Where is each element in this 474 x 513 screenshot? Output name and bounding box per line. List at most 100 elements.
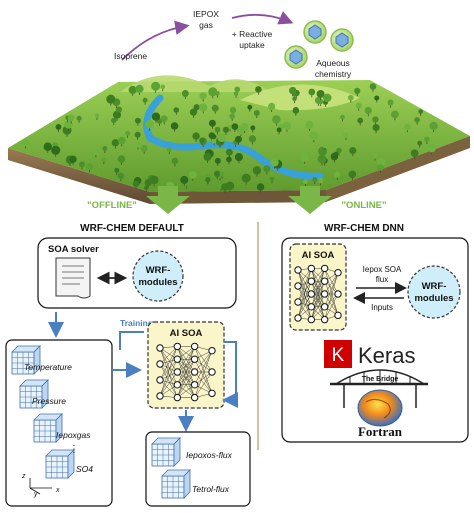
tree-canopy (227, 124, 233, 130)
aerosol-bubble-icon (284, 45, 308, 69)
tree-canopy (76, 115, 82, 121)
nn-node (208, 389, 216, 398)
nn-node (190, 342, 199, 351)
nn-edge (311, 293, 325, 320)
offline-arrow-icon (146, 186, 190, 214)
soa-solver-label: SOA solver (48, 244, 99, 255)
nn-edge (194, 350, 213, 398)
nn-node (307, 303, 316, 311)
nn-edge (297, 281, 312, 319)
tree-canopy (111, 117, 117, 124)
tree-canopy (205, 177, 211, 183)
fortran-label: Fortran (358, 424, 403, 439)
nn-edge (159, 379, 178, 398)
tree-canopy (269, 176, 275, 182)
tree-canopy (377, 164, 384, 171)
tree-canopy (276, 127, 282, 133)
tree-canopy (348, 170, 357, 179)
nn-node (190, 355, 199, 363)
keras-logo-letter: K (332, 345, 345, 366)
tree-canopy (234, 86, 241, 93)
flux-label-1: Iepox SOA (363, 265, 402, 274)
isoprene-to-iepox-arrow (121, 20, 190, 61)
tree-canopy (225, 181, 235, 191)
tree-canopy (427, 144, 436, 153)
forest-trees (21, 81, 438, 193)
bridge-label: The Bridge (362, 376, 399, 383)
nn-node (190, 381, 199, 389)
wrf-modules-left (132, 250, 184, 302)
nn-edge (297, 281, 312, 303)
nn-edge (297, 268, 312, 319)
tree-canopy (199, 137, 205, 144)
output-cubes (151, 437, 191, 499)
aerosol-bubble-icon (303, 20, 327, 44)
offline-label: "OFFLINE" (87, 200, 137, 211)
tree-canopy (181, 89, 189, 97)
land-side-front (150, 190, 326, 204)
tree-canopy (101, 157, 107, 163)
nn-node (307, 315, 316, 324)
nn-node (307, 290, 316, 298)
ellipsis-dots: ⋮ (69, 444, 79, 455)
nn-edge (297, 269, 312, 295)
tree-canopy (102, 146, 108, 151)
nn-edge (311, 268, 325, 295)
aqueous-label-1: Aqueous (316, 58, 350, 68)
wrf-left-line1: WRF- (146, 265, 171, 276)
tree-canopy (160, 115, 168, 123)
nn-node (334, 311, 342, 320)
nn-edge (159, 359, 178, 397)
nn-edge (177, 359, 195, 398)
input-cubes (11, 345, 75, 495)
tree-canopy (308, 88, 316, 96)
nn-node (320, 290, 329, 298)
output-iepoxos-flux: Iepoxos-flux (186, 450, 233, 460)
tree-canopy (219, 171, 225, 177)
nn-edge (159, 347, 178, 385)
tree-canopy (241, 173, 251, 183)
tree-canopy (51, 145, 61, 155)
tree-canopy (208, 119, 216, 127)
nn-node (156, 344, 164, 352)
tree-canopy (128, 85, 137, 95)
tree-canopy (211, 138, 217, 144)
tree-canopy (111, 139, 120, 147)
tree-canopy (255, 86, 262, 93)
tree-canopy (252, 166, 262, 175)
tree-canopy (355, 102, 362, 109)
nn-node (320, 303, 329, 311)
nn-edge (194, 371, 213, 398)
tree-canopy (135, 84, 144, 93)
wrf-left-line2: modules (138, 277, 177, 288)
nn-edge (194, 359, 213, 394)
reactive-label-1: + Reactive (232, 29, 273, 39)
tree-canopy (299, 149, 306, 155)
nn-edge (297, 285, 312, 320)
tree-canopy (199, 103, 208, 112)
iepox-to-aqueous-arrow (231, 11, 294, 25)
tree-canopy (214, 157, 221, 164)
land-side-left (8, 148, 150, 204)
isoprene-label: Isoprene (114, 51, 147, 61)
tree-canopy (349, 147, 357, 155)
tree-canopy (333, 151, 339, 157)
tree-canopy (410, 149, 419, 158)
tree-canopy (85, 163, 94, 171)
tree-canopy (417, 140, 423, 146)
tree-canopy (67, 114, 75, 122)
nn-edge (194, 346, 213, 394)
tree-canopy (211, 104, 219, 112)
neural-network-icon (294, 264, 342, 324)
nn-edge (324, 268, 339, 316)
nn-node (307, 264, 316, 273)
tree-canopy (114, 167, 120, 173)
ai-soa-right-label: AI SOA (302, 250, 335, 261)
grid-cube-side (173, 437, 181, 467)
feedback-loop-arrow (222, 341, 238, 408)
tree-canopy (125, 130, 131, 136)
nn-edge (159, 363, 178, 398)
iepox-gas-label-1: IEPOX (193, 9, 219, 19)
nn-edge (311, 281, 325, 320)
grid-cube-side (183, 469, 191, 499)
